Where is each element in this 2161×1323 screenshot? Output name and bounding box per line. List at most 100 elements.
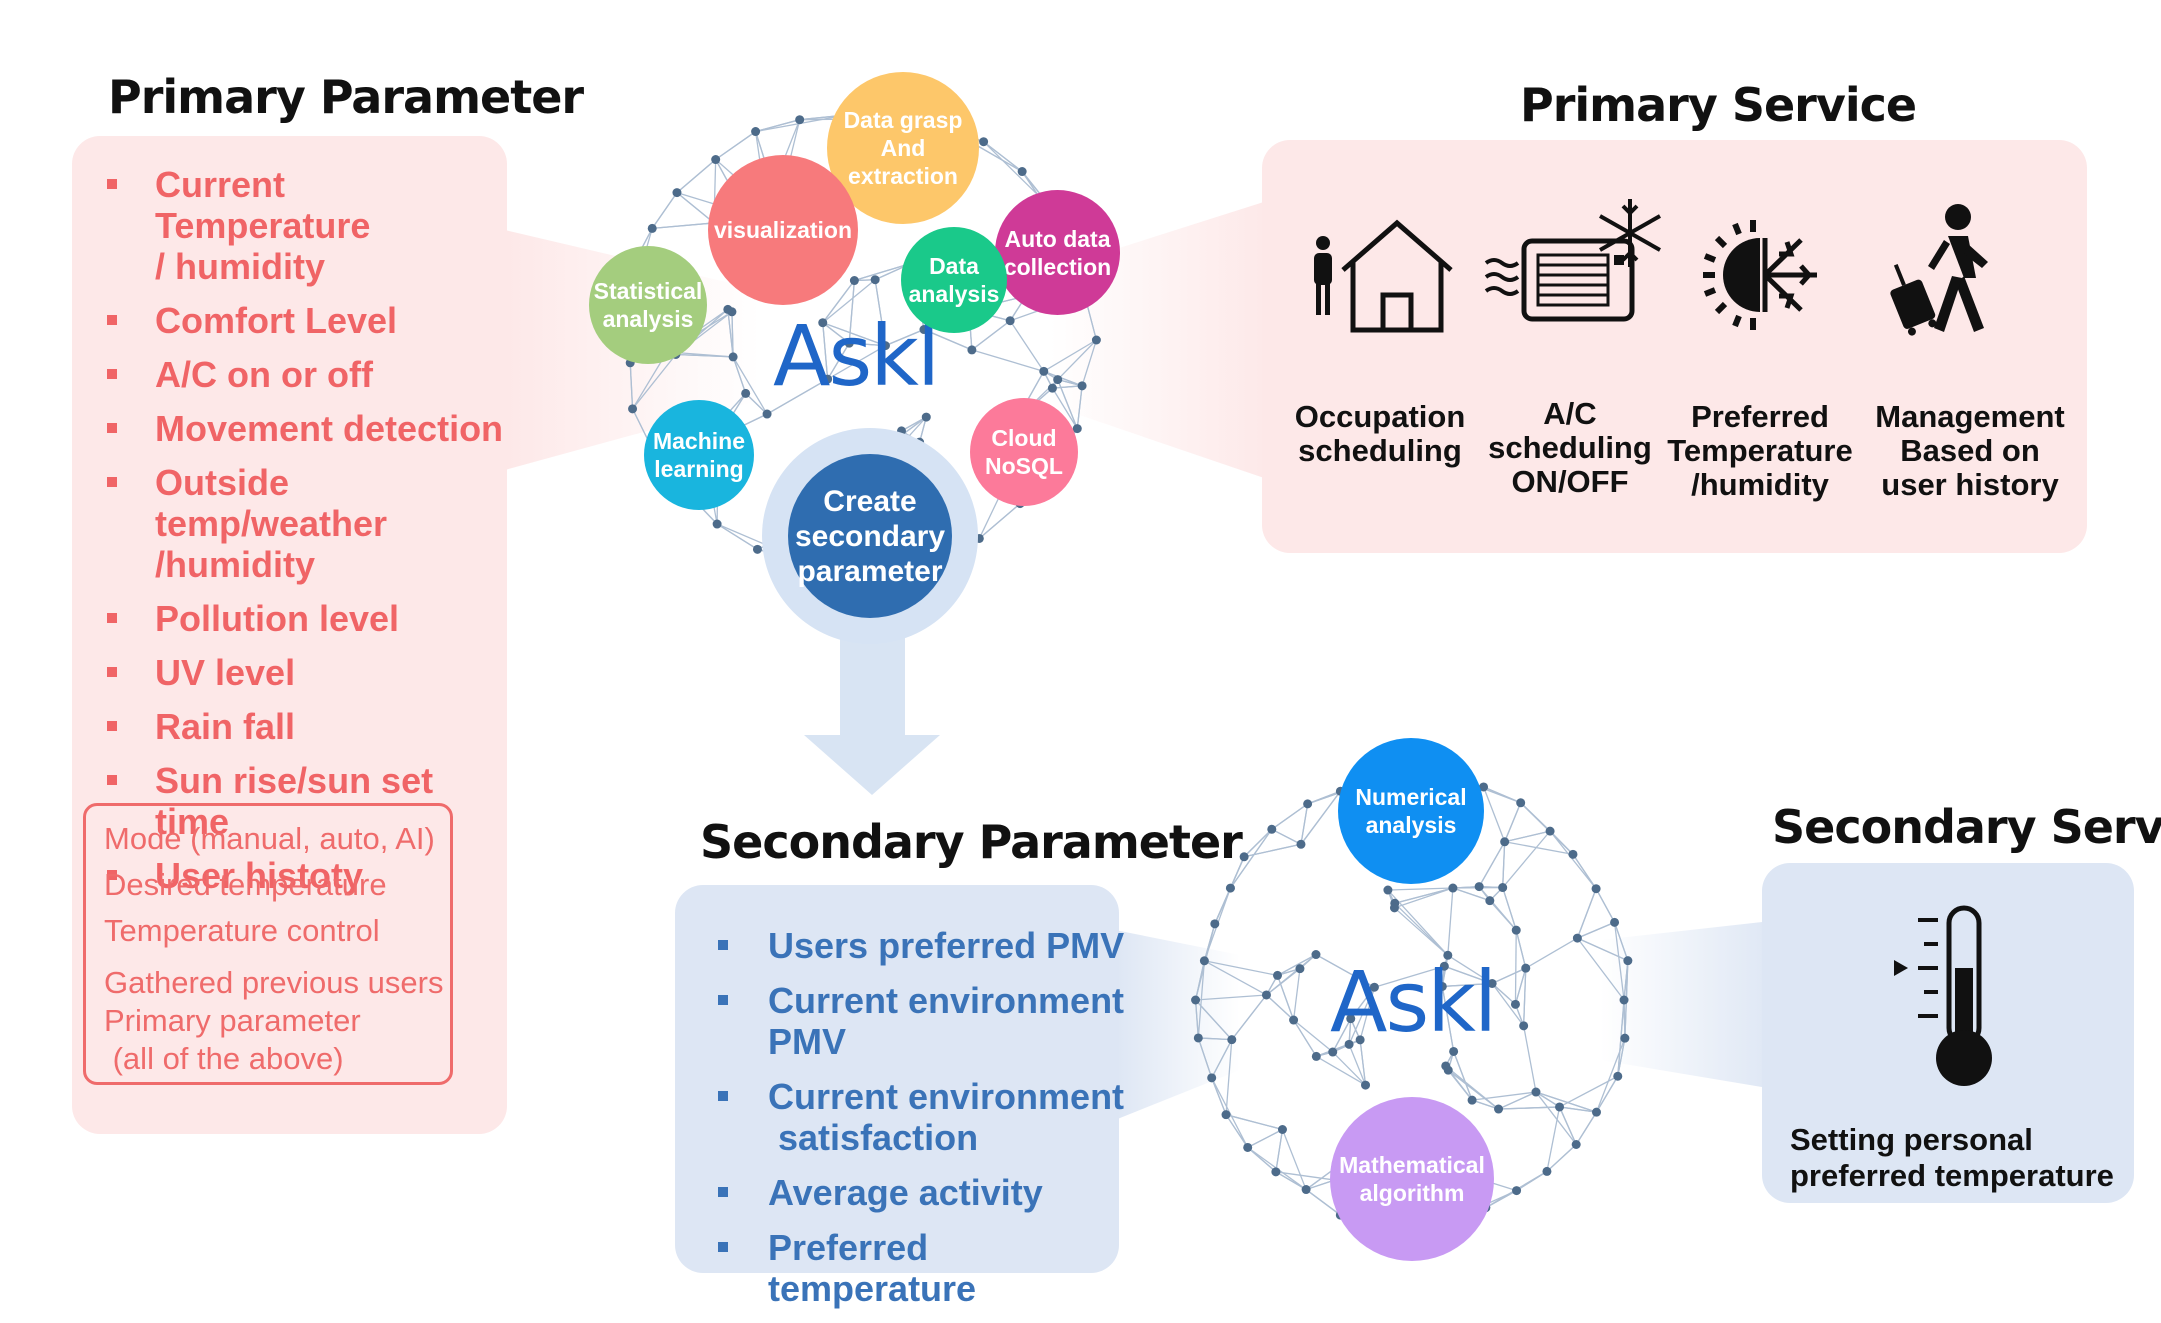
mesh-node bbox=[1295, 964, 1304, 973]
bubble-create-secondary: Create secondary parameter bbox=[788, 454, 952, 618]
mesh-node bbox=[1006, 316, 1015, 325]
house-person-icon bbox=[1305, 215, 1455, 335]
mesh-line bbox=[677, 160, 716, 193]
mesh-node bbox=[741, 389, 750, 398]
list-item: Average activity bbox=[718, 1172, 1138, 1213]
mesh-node bbox=[1592, 1108, 1601, 1117]
mesh-node bbox=[753, 545, 762, 554]
mesh-node bbox=[1267, 825, 1276, 834]
mesh-node bbox=[1494, 1105, 1503, 1114]
mesh-line bbox=[1276, 1172, 1335, 1180]
mesh-node bbox=[1468, 1096, 1477, 1105]
air-conditioner-icon bbox=[1480, 193, 1665, 328]
mode-line: Temperature control bbox=[104, 912, 432, 950]
mesh-line bbox=[652, 223, 714, 228]
mesh-node bbox=[1243, 1143, 1252, 1152]
mesh-line bbox=[1503, 888, 1517, 931]
mesh-node bbox=[1207, 1073, 1216, 1082]
mesh-line bbox=[1505, 803, 1521, 842]
secondary-service-label: Setting personal preferred temperature bbox=[1790, 1122, 2120, 1194]
mesh-node bbox=[1289, 1016, 1298, 1025]
mesh-node bbox=[1475, 882, 1484, 891]
mesh-node bbox=[1092, 336, 1101, 345]
mesh-node bbox=[713, 520, 722, 529]
mesh-node bbox=[871, 275, 880, 284]
bubble-visualization: visualization bbox=[708, 155, 858, 305]
mode-line: Desired temperature bbox=[104, 866, 432, 904]
bubble-mathematical: Mathematical algorithm bbox=[1330, 1097, 1494, 1261]
mesh-node bbox=[1278, 1125, 1287, 1134]
mode-line: Mode (manual, auto, AI) bbox=[104, 820, 432, 858]
mesh-node bbox=[979, 137, 988, 146]
primary-parameter-list: Current Temperature / humidity Comfort L… bbox=[105, 164, 505, 909]
mesh-node bbox=[1613, 1072, 1622, 1081]
mesh-node bbox=[795, 115, 804, 124]
mesh-node bbox=[1592, 884, 1601, 893]
bubble-cloud: Cloud NoSQL bbox=[970, 398, 1078, 506]
service-label-ac: A/C scheduling ON/OFF bbox=[1480, 397, 1660, 499]
service-label-occupation: Occupation scheduling bbox=[1290, 400, 1470, 468]
askl-logo-top: Askl bbox=[773, 307, 938, 405]
mesh-node bbox=[1500, 837, 1509, 846]
mesh-line bbox=[1536, 1092, 1576, 1144]
bubble-data-analysis: Data analysis bbox=[901, 227, 1007, 333]
mesh-node bbox=[1512, 926, 1521, 935]
list-item: A/C on or off bbox=[105, 354, 505, 395]
mesh-node bbox=[672, 188, 681, 197]
mesh-line bbox=[1503, 831, 1550, 887]
mesh-line bbox=[1576, 1112, 1596, 1144]
mesh-node bbox=[1048, 384, 1057, 393]
list-item: Movement detection bbox=[105, 408, 505, 449]
mesh-line bbox=[1492, 968, 1526, 983]
mesh-node bbox=[1573, 934, 1582, 943]
mesh-line bbox=[1492, 983, 1515, 1004]
mesh-node bbox=[1498, 883, 1507, 892]
mesh-line bbox=[1524, 968, 1526, 1026]
mesh-line bbox=[1524, 1026, 1536, 1092]
list-item: Preferred temperature bbox=[718, 1227, 1138, 1309]
mesh-node bbox=[1516, 798, 1525, 807]
bubble-numerical: Numerical analysis bbox=[1338, 738, 1484, 884]
mesh-node bbox=[723, 305, 732, 314]
mesh-node bbox=[1555, 1102, 1564, 1111]
mesh-line bbox=[652, 193, 677, 229]
mesh-node bbox=[648, 224, 657, 233]
mesh-node bbox=[1623, 956, 1632, 965]
mesh-line bbox=[1248, 1130, 1283, 1148]
list-item: Users preferred PMV bbox=[718, 925, 1138, 966]
mesh-node bbox=[1200, 956, 1209, 965]
mesh-node bbox=[1039, 367, 1048, 376]
sun-snowflake-icon bbox=[1695, 210, 1825, 340]
mesh-line bbox=[979, 504, 1020, 539]
mesh-node bbox=[1311, 950, 1320, 959]
mesh-line bbox=[1516, 930, 1526, 968]
mode-line: (all of the above) bbox=[104, 1040, 432, 1078]
primary-parameter-title: Primary Parameter bbox=[108, 70, 583, 124]
mesh-line bbox=[1010, 321, 1044, 372]
mesh-line bbox=[1550, 831, 1596, 889]
mesh-line bbox=[984, 142, 1023, 172]
mesh-node bbox=[1531, 1088, 1540, 1097]
mesh-node bbox=[1262, 990, 1271, 999]
mesh-line bbox=[1560, 1107, 1597, 1112]
mesh-line bbox=[1272, 804, 1308, 829]
secondary-parameter-title: Secondary Parameter bbox=[700, 815, 1242, 869]
mesh-line bbox=[717, 524, 757, 549]
mesh-node bbox=[1078, 381, 1087, 390]
mesh-line bbox=[1503, 842, 1505, 888]
mesh-line bbox=[1388, 888, 1453, 890]
askl-logo-bottom: Askl bbox=[1330, 953, 1495, 1051]
list-item: UV level bbox=[105, 652, 505, 693]
mesh-line bbox=[1596, 889, 1614, 923]
mesh-node bbox=[1226, 884, 1235, 893]
mesh-node bbox=[1485, 896, 1494, 905]
mesh-node bbox=[1383, 886, 1392, 895]
mesh-node bbox=[1018, 167, 1027, 176]
mesh-node bbox=[711, 155, 720, 164]
secondary-parameter-panel: Users preferred PMV Current environment … bbox=[675, 885, 1119, 1273]
mesh-line bbox=[1294, 969, 1300, 1020]
list-item: Comfort Level bbox=[105, 300, 505, 341]
mesh-line bbox=[1244, 844, 1301, 856]
mesh-line bbox=[972, 350, 1044, 371]
mesh-line bbox=[1515, 930, 1516, 1004]
